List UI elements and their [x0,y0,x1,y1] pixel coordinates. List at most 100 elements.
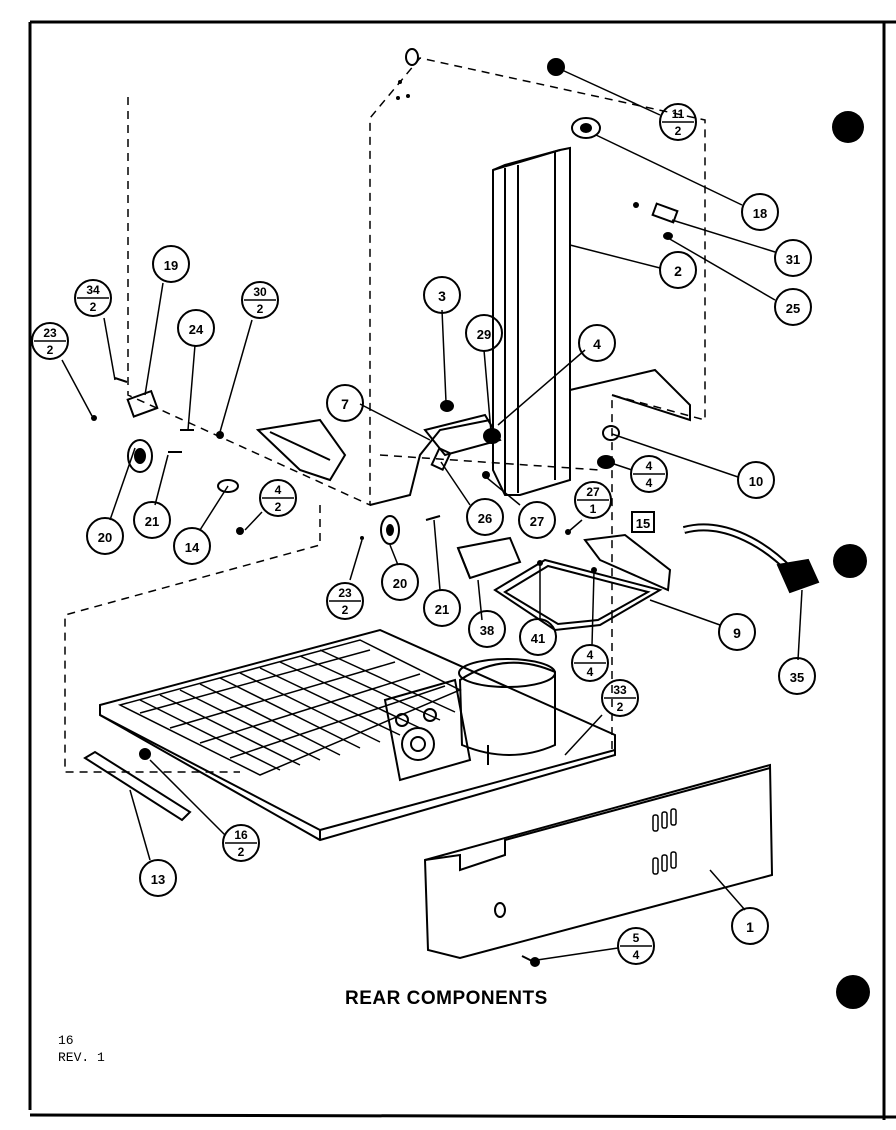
svg-text:14: 14 [185,540,200,555]
svg-text:4: 4 [633,948,640,962]
callout-34-2: 342 [74,279,112,317]
callout-18: 18 [741,193,779,231]
svg-text:18: 18 [753,206,767,221]
top-grommet [405,48,419,66]
machine-base [99,628,616,842]
svg-text:27: 27 [586,485,600,499]
bracket-part-7 [423,413,502,457]
svg-text:23: 23 [338,586,352,600]
condenser-coil [117,639,462,776]
svg-text:26: 26 [478,511,492,526]
svg-text:41: 41 [531,631,545,646]
svg-text:2: 2 [342,603,349,617]
svg-text:7: 7 [341,396,349,412]
svg-text:2: 2 [47,343,54,357]
callout-14: 14 [173,527,211,565]
svg-text:4: 4 [587,665,594,679]
svg-text:25: 25 [786,301,800,316]
leader-lines [61,69,803,961]
screw-5 [521,955,540,967]
svg-text:1: 1 [746,919,754,935]
svg-text:21: 21 [435,602,449,617]
svg-text:35: 35 [790,670,804,685]
svg-text:21: 21 [145,514,159,529]
diagram-caption: REAR COMPONENTS [345,988,548,1009]
callout-30-2: 302 [241,281,279,319]
bracket-part-13 [83,748,192,822]
small-hardware [91,377,620,573]
screw-3 [440,400,454,412]
callout-4-4-center: 44 [571,644,609,682]
svg-text:2: 2 [674,263,682,279]
svg-text:1: 1 [590,502,597,516]
svg-text:30: 30 [253,285,267,299]
callout-5-4: 54 [617,927,655,965]
callout-26: 26 [466,498,504,536]
svg-text:29: 29 [477,327,491,342]
callout-31: 31 [774,239,812,277]
callout-38: 38 [468,610,506,648]
dashed-outlines [64,57,706,773]
drain-trough [255,418,347,482]
svg-text:33: 33 [613,683,627,697]
vertical-channel-part [492,146,571,496]
svg-text:5: 5 [633,931,640,945]
callout-7: 7 [326,384,364,422]
callout-27-1: 271 [574,481,612,519]
svg-text:4: 4 [275,483,282,497]
svg-text:2: 2 [90,300,97,314]
svg-text:2: 2 [275,500,282,514]
drain-pan-part-9 [493,558,663,632]
compressor [458,658,556,765]
svg-text:4: 4 [593,336,601,352]
clip-26 [430,446,452,472]
svg-text:19: 19 [164,258,178,273]
callout-3: 3 [423,276,461,314]
svg-text:31: 31 [786,252,800,267]
svg-text:2: 2 [238,845,245,859]
svg-text:15: 15 [636,516,650,531]
callout-29: 29 [465,314,503,352]
callout-20-left: 20 [86,517,124,555]
callout-2: 2 [659,251,697,289]
callout-27: 27 [518,501,556,539]
svg-text:10: 10 [749,474,763,489]
page-border [28,20,896,1120]
svg-text:2: 2 [257,302,264,316]
back-panel [369,368,691,506]
bracket-part-15 [583,533,672,592]
callout-4-2: 42 [259,479,297,517]
svg-text:16: 16 [234,828,248,842]
power-cord-part-35 [682,523,820,594]
callout-35: 35 [778,657,816,695]
revision-label: REV. 1 [58,1050,105,1065]
callout-41: 41 [519,618,557,656]
callout-21-center: 21 [423,589,461,627]
screw-dots [396,80,410,100]
svg-text:9: 9 [733,625,741,641]
callout-20-center: 20 [381,563,419,601]
callout-1: 1 [731,907,769,945]
callout-25: 25 [774,288,812,326]
svg-text:4: 4 [646,459,653,473]
callout-13: 13 [139,859,177,897]
svg-text:4: 4 [587,648,594,662]
svg-text:4: 4 [646,476,653,490]
svg-text:38: 38 [480,623,494,638]
svg-text:2: 2 [675,124,682,138]
callout-15: 15 [631,511,655,533]
svg-text:11: 11 [672,107,685,121]
callout-4: 4 [578,324,616,362]
bracket-part-38 [456,536,522,580]
svg-text:27: 27 [530,514,544,529]
callout-9: 9 [718,613,756,651]
callout-16-2: 162 [222,824,260,862]
svg-text:13: 13 [151,872,165,887]
page-footer: 16 REV. 1 [58,1032,105,1066]
svg-text:20: 20 [98,530,112,545]
callout-11-2: 112 [659,103,697,141]
callout-24: 24 [177,309,215,347]
svg-text:3: 3 [438,288,446,304]
